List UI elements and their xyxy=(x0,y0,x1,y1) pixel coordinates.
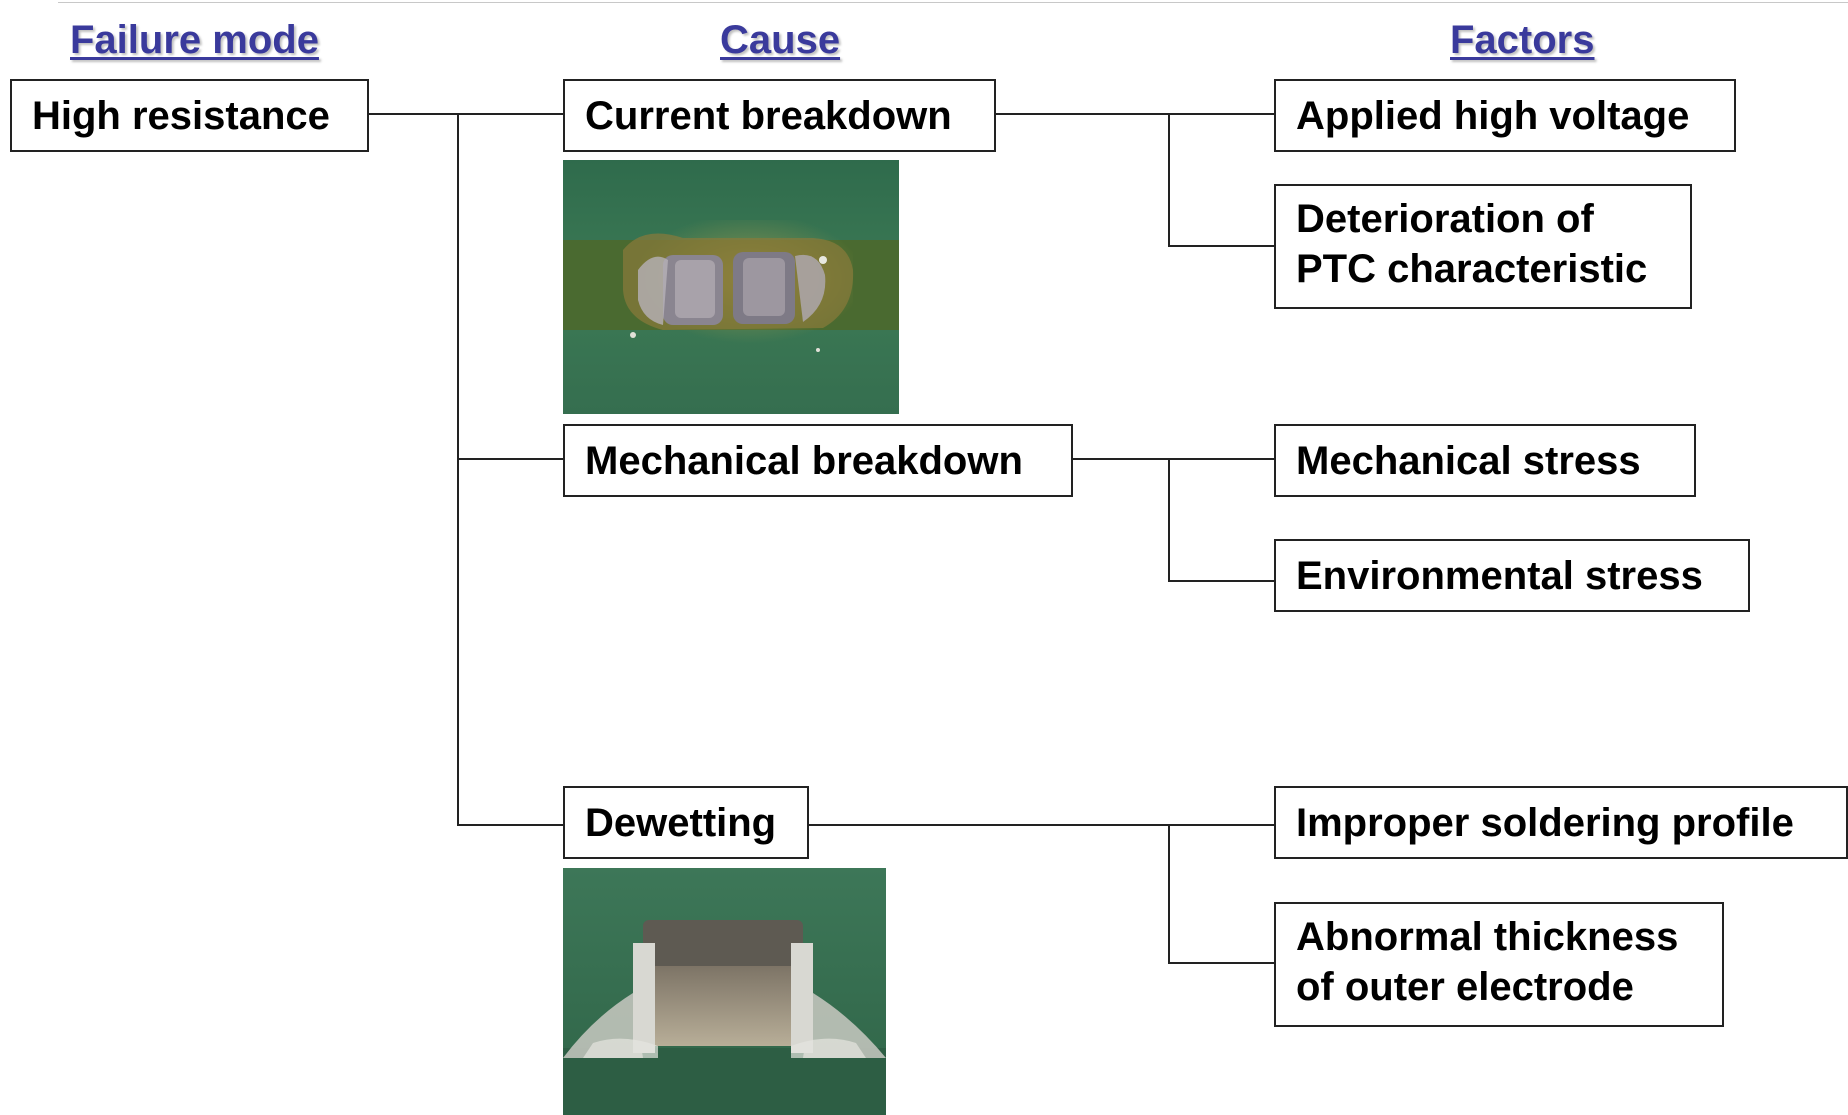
factor-box-improper-soldering-profile: Improper soldering profile xyxy=(1274,786,1848,859)
factor-label: Abnormal thickness of outer electrode xyxy=(1296,915,1679,1009)
cause-label: Mechanical breakdown xyxy=(585,439,1023,483)
header-factors: Factors xyxy=(1450,18,1595,62)
failure-mode-label: High resistance xyxy=(32,94,330,138)
connector-trunk xyxy=(457,113,459,826)
photo-current-breakdown xyxy=(563,160,899,414)
header-cause: Cause xyxy=(720,18,841,62)
factor-label: Improper soldering profile xyxy=(1296,801,1794,845)
factor-label: Applied high voltage xyxy=(1296,94,1690,138)
factor-box-environmental-stress: Environmental stress xyxy=(1274,539,1750,612)
factor-box-abnormal-electrode-thickness: Abnormal thickness of outer electrode xyxy=(1274,902,1724,1027)
connector-mechanical-to-environmental xyxy=(1168,580,1274,582)
failure-mode-box: High resistance xyxy=(10,79,369,152)
connector-mechanical-to-factors xyxy=(1073,458,1274,460)
connector-dewetting-branch xyxy=(1168,826,1170,964)
factor-box-mechanical-stress: Mechanical stress xyxy=(1274,424,1696,497)
connector-dewetting-to-factors xyxy=(809,824,1274,826)
connector-dewetting-to-electrode xyxy=(1168,962,1274,964)
factor-label: Environmental stress xyxy=(1296,554,1703,598)
connector-root-to-current xyxy=(369,113,563,115)
connector-current-to-factors xyxy=(996,113,1274,115)
factor-box-applied-high-voltage: Applied high voltage xyxy=(1274,79,1736,152)
header-failure-mode: Failure mode xyxy=(70,18,319,62)
cause-box-current-breakdown: Current breakdown xyxy=(563,79,996,152)
factor-box-ptc-deterioration: Deterioration of PTC characteristic xyxy=(1274,184,1692,309)
cause-label: Dewetting xyxy=(585,801,777,845)
cause-label: Current breakdown xyxy=(585,94,952,138)
connector-trunk-to-dewetting xyxy=(457,824,563,826)
photo-dewetting xyxy=(563,868,886,1115)
connector-current-to-ptc xyxy=(1168,245,1274,247)
top-rule xyxy=(58,2,1848,3)
connector-mechanical-branch xyxy=(1168,460,1170,582)
connector-current-branch xyxy=(1168,115,1170,246)
cause-box-dewetting: Dewetting xyxy=(563,786,809,859)
cause-box-mechanical-breakdown: Mechanical breakdown xyxy=(563,424,1073,497)
connector-trunk-to-mechanical xyxy=(457,458,563,460)
factor-label: Deterioration of PTC characteristic xyxy=(1296,197,1648,291)
factor-label: Mechanical stress xyxy=(1296,439,1641,483)
